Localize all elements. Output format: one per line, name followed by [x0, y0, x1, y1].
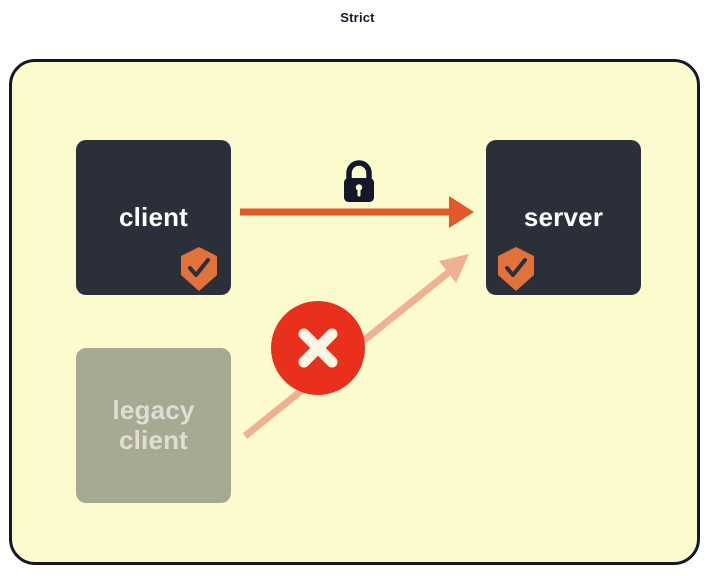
lock-icon [337, 159, 381, 205]
node-server-label: server [523, 201, 604, 232]
node-client[interactable]: client [76, 140, 231, 295]
shield-check-icon [179, 247, 219, 291]
node-legacy-client[interactable]: legacy client [76, 348, 231, 503]
node-client-label: client [118, 201, 189, 232]
shield-check-icon [496, 247, 536, 291]
node-server[interactable]: server [486, 140, 641, 295]
node-legacy-client-label: legacy client [112, 395, 195, 455]
x-circle-icon [271, 301, 365, 395]
page-title: Strict [340, 10, 375, 25]
